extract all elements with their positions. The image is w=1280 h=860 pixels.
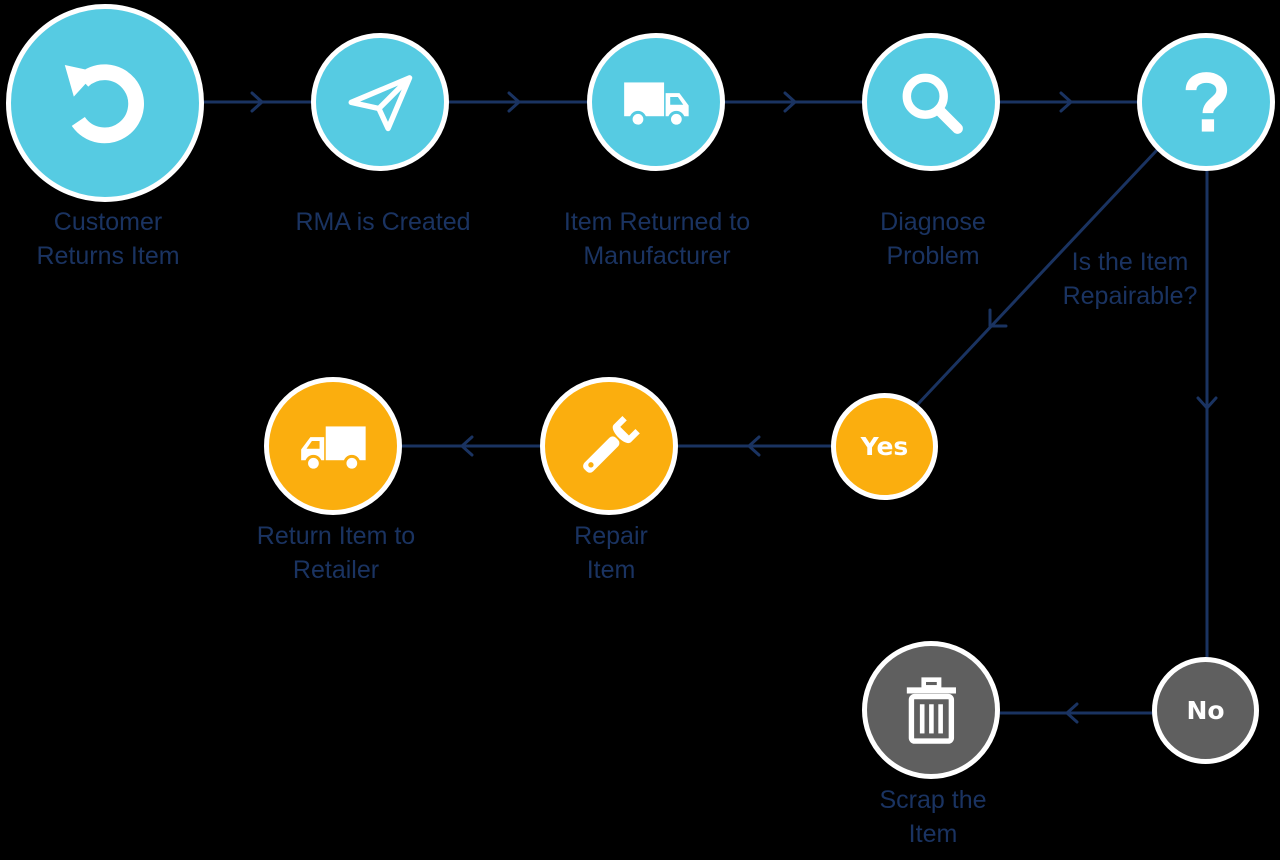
arrowhead: [460, 435, 474, 457]
yes-node: Yes: [831, 393, 938, 500]
repair-node: [540, 377, 678, 515]
decision-label: Is the Item Repairable?: [1062, 248, 1198, 310]
connector-decision-to-yes: [916, 148, 1159, 406]
question-mark-icon: [1185, 71, 1227, 132]
return-retailer-label: Return Item to Retailer: [256, 522, 416, 584]
arrowhead: [1065, 702, 1079, 724]
scrap-label: Scrap the Item: [879, 786, 987, 848]
yes-text: Yes: [860, 432, 909, 461]
truck-icon: [300, 426, 366, 472]
arrowhead: [507, 91, 521, 113]
truck-icon: [623, 82, 689, 128]
wrench-icon: [582, 415, 640, 473]
trash-can-icon: [906, 676, 956, 744]
item-returned-node: [587, 33, 725, 171]
paper-plane-icon: [348, 74, 412, 131]
no-node: No: [1152, 657, 1259, 764]
customer-returns-label: Customer Returns Item: [36, 208, 180, 270]
diagnose-node: [862, 33, 1000, 171]
decision-node: [1137, 33, 1275, 171]
arrowhead: [988, 308, 1008, 328]
return-retailer-node: [264, 377, 402, 515]
customer-returns-node: [6, 4, 204, 202]
arrowhead: [1059, 91, 1073, 113]
rma-created-label: RMA is Created: [295, 208, 471, 236]
scrap-node: [862, 641, 1000, 779]
arrowhead: [783, 91, 797, 113]
item-returned-label: Item Returned to Manufacturer: [563, 208, 751, 270]
magnifier-icon: [902, 73, 963, 134]
arrowhead: [747, 435, 761, 457]
rma-created-node: [311, 33, 449, 171]
repair-label: Repair Item: [574, 522, 648, 584]
arrowhead: [250, 91, 264, 113]
undo-arrow-icon: [64, 63, 144, 143]
no-text: No: [1186, 696, 1225, 725]
arrowhead: [1196, 396, 1218, 410]
diagnose-label: Diagnose Problem: [880, 208, 986, 270]
